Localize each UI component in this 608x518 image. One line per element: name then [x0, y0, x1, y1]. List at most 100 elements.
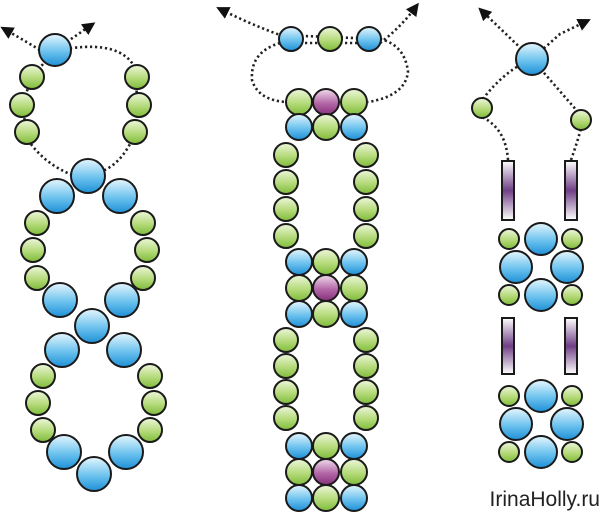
bugle-bead [501, 160, 515, 221]
thread-path [250, 41, 287, 104]
green-bead [126, 92, 152, 118]
green-bead [340, 274, 368, 302]
blue-bead [550, 250, 584, 284]
green-bead [471, 97, 493, 119]
blue-bead [550, 407, 584, 441]
green-bead [353, 379, 379, 405]
thread-path [216, 7, 379, 41]
green-bead [19, 64, 45, 90]
green-bead [353, 142, 379, 168]
green-bead [498, 284, 520, 306]
green-bead [312, 248, 340, 276]
green-bead [20, 237, 46, 263]
blue-bead [340, 484, 368, 512]
blue-bead [42, 282, 78, 318]
green-bead [285, 458, 313, 486]
thread-path [0, 26, 41, 52]
green-bead [561, 284, 583, 306]
green-bead [137, 363, 163, 389]
blue-bead [70, 158, 106, 194]
green-bead [312, 484, 340, 512]
green-bead [24, 265, 50, 291]
blue-bead [285, 432, 313, 460]
green-bead [561, 441, 583, 463]
blue-bead [340, 300, 368, 328]
bugle-bead [564, 317, 578, 375]
green-bead [285, 88, 313, 116]
bugle-bead [564, 160, 578, 221]
green-bead [561, 228, 583, 250]
green-bead [312, 113, 340, 141]
green-bead [30, 417, 56, 443]
green-bead [273, 327, 299, 353]
green-bead [137, 417, 163, 443]
blue-bead [524, 278, 558, 312]
purple-bead [312, 274, 340, 302]
green-bead [353, 405, 379, 431]
green-bead [561, 385, 583, 407]
green-bead [9, 92, 35, 118]
blue-bead [108, 434, 144, 470]
thread-path [26, 139, 76, 178]
green-bead [340, 88, 368, 116]
blue-bead [102, 178, 138, 214]
blue-bead [356, 26, 382, 52]
green-bead [273, 353, 299, 379]
blue-bead [104, 282, 140, 318]
green-bead [312, 300, 340, 328]
green-bead [353, 327, 379, 353]
green-bead [498, 441, 520, 463]
blue-bead [39, 178, 75, 214]
green-bead [141, 390, 167, 416]
blue-bead [106, 332, 142, 368]
green-bead [317, 26, 343, 52]
blue-bead [285, 484, 313, 512]
green-bead [273, 405, 299, 431]
bugle-bead [501, 317, 515, 375]
blue-bead [38, 33, 72, 67]
beads [9, 26, 592, 512]
blue-bead [515, 42, 549, 76]
green-bead [312, 432, 340, 460]
blue-bead [499, 407, 533, 441]
green-bead [498, 228, 520, 250]
blue-bead [524, 379, 558, 413]
green-bead [498, 385, 520, 407]
green-bead [353, 169, 379, 195]
green-bead [353, 196, 379, 222]
blue-bead [44, 332, 80, 368]
green-bead [570, 109, 592, 131]
green-bead [25, 390, 51, 416]
green-bead [340, 458, 368, 486]
purple-bead [312, 458, 340, 486]
green-bead [134, 237, 160, 263]
green-bead [273, 379, 299, 405]
blue-bead [524, 435, 558, 469]
thread-path [367, 37, 410, 104]
blue-bead [285, 300, 313, 328]
green-bead [14, 119, 40, 145]
green-bead [273, 142, 299, 168]
blue-bead [340, 432, 368, 460]
blue-bead [285, 113, 313, 141]
blue-bead [340, 113, 368, 141]
blue-bead [76, 456, 112, 492]
watermark: IrinaHolly.ru [489, 488, 600, 511]
green-bead [30, 363, 56, 389]
blue-bead [340, 248, 368, 276]
blue-bead [499, 250, 533, 284]
green-bead [273, 196, 299, 222]
green-bead [124, 64, 150, 90]
green-bead [353, 223, 379, 249]
green-bead [122, 119, 148, 145]
blue-bead [74, 308, 110, 344]
green-bead [353, 353, 379, 379]
green-bead [24, 210, 50, 236]
thread-path [478, 7, 584, 161]
purple-bead [312, 88, 340, 116]
green-bead [273, 223, 299, 249]
green-bead [130, 265, 156, 291]
green-bead [285, 274, 313, 302]
